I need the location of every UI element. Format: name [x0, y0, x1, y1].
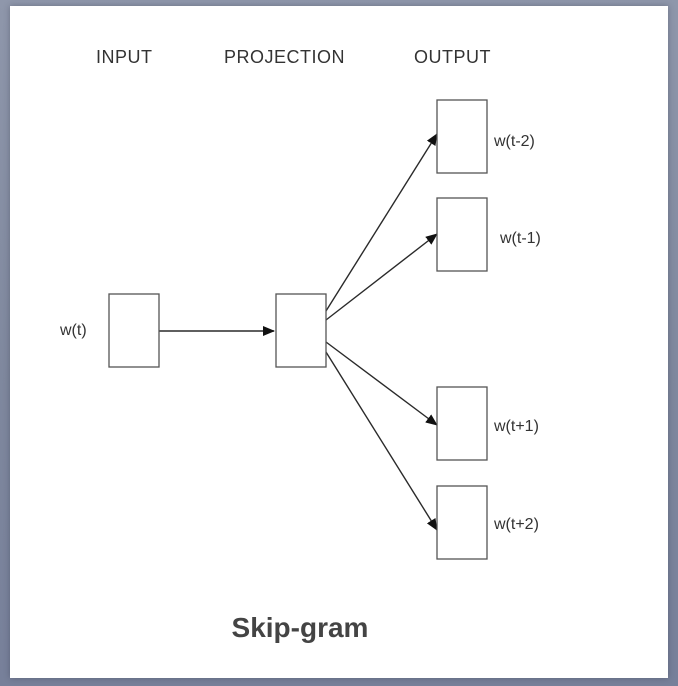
edges — [159, 133, 438, 531]
output-word-label-t+2: w(t+2) — [493, 516, 539, 533]
node-input — [108, 293, 160, 368]
edge-projection-out-t+2 — [325, 351, 438, 531]
edge-projection-out-t-2 — [325, 133, 438, 312]
node-output-t+2 — [436, 485, 488, 560]
node-output-t-1 — [436, 197, 488, 272]
input-word-label: w(t) — [59, 322, 87, 339]
header-projection: PROJECTION — [224, 47, 345, 67]
diagram-title: Skip-gram — [232, 612, 369, 643]
node-output-t+1 — [436, 386, 488, 461]
edge-projection-out-t+1 — [325, 341, 438, 426]
edge-projection-out-t-1 — [325, 233, 438, 321]
output-word-label-t-1: w(t-1) — [499, 230, 541, 247]
header-output: OUTPUT — [414, 47, 491, 67]
output-word-label-t+1: w(t+1) — [493, 418, 539, 435]
node-projection — [275, 293, 327, 368]
output-word-label-t-2: w(t-2) — [493, 133, 535, 150]
header-input: INPUT — [96, 47, 153, 67]
node-output-t-2 — [436, 99, 488, 174]
